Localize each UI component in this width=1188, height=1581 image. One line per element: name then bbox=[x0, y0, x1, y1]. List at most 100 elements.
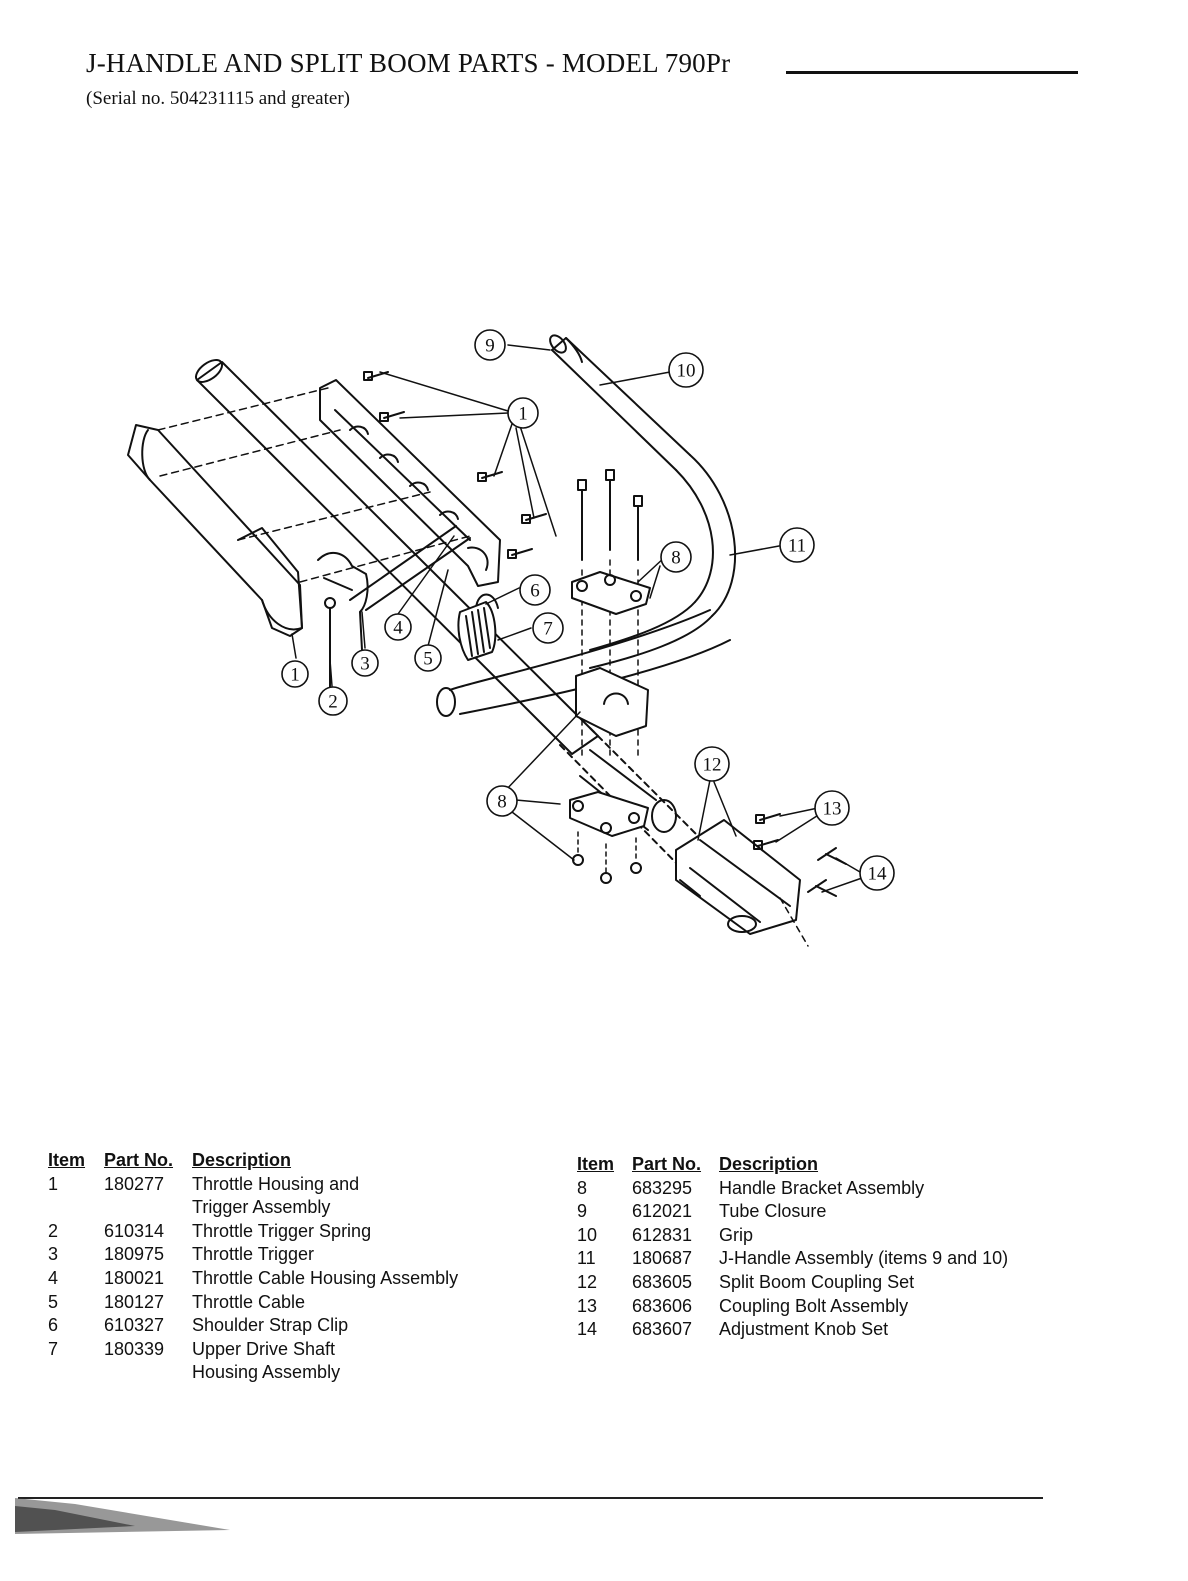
part-number: 180277 bbox=[104, 1173, 165, 1194]
part-description: Coupling Bolt Assembly bbox=[719, 1295, 909, 1316]
item-number: 2 bbox=[48, 1220, 59, 1241]
part-number: 610314 bbox=[104, 1220, 165, 1241]
table-row: 5 180127 Throttle Cable bbox=[48, 1291, 458, 1315]
table-row-continuation: Trigger Assembly bbox=[48, 1196, 458, 1220]
callout-5: 5 bbox=[423, 649, 433, 670]
table-row: 3 180975 Throttle Trigger bbox=[48, 1243, 458, 1267]
table-row: 10 612831 Grip bbox=[577, 1224, 1008, 1248]
throttle-cable bbox=[349, 525, 471, 611]
callout-1-screws: 1 bbox=[518, 404, 528, 425]
footer-rule bbox=[18, 1497, 1043, 1499]
part-number: 683295 bbox=[632, 1177, 693, 1198]
table-row: 11 180687 J-Handle Assembly (items 9 and 1… bbox=[577, 1247, 1008, 1271]
coupling-bolts bbox=[753, 813, 781, 850]
part-number: 612021 bbox=[632, 1201, 693, 1222]
item-number: 3 bbox=[48, 1244, 59, 1265]
header-item: Item bbox=[48, 1150, 86, 1170]
table-row-continuation: Housing Assembly bbox=[48, 1361, 458, 1385]
callout-2: 2 bbox=[328, 692, 338, 713]
callout-8-bottom: 8 bbox=[497, 792, 507, 813]
housing-screws bbox=[363, 371, 547, 559]
part-description: Handle Bracket Assembly bbox=[719, 1177, 925, 1198]
part-number: 180339 bbox=[104, 1338, 165, 1359]
part-description: Throttle Cable bbox=[192, 1291, 306, 1312]
page-title: J-HANDLE AND SPLIT BOOM PARTS - MODEL 79… bbox=[86, 48, 731, 78]
item-number: 1 bbox=[48, 1173, 59, 1194]
item-number: 4 bbox=[48, 1267, 59, 1288]
callout-7: 7 bbox=[543, 619, 553, 640]
part-description: J-Handle Assembly (items 9 and 10) bbox=[719, 1248, 1009, 1269]
item-number: 9 bbox=[577, 1201, 588, 1222]
callout-labels: 9 10 1 11 8 6 7 4 5 1 3 2 8 12 13 14 bbox=[290, 336, 887, 885]
throttle-trigger bbox=[317, 551, 369, 691]
title-underline bbox=[786, 71, 1078, 74]
parts-table-right: Item Part No. Description 8 683295 Handle … bbox=[577, 1153, 1008, 1342]
table-row: 7 180339 Upper Drive Shaft bbox=[48, 1338, 458, 1362]
header-item: Item bbox=[577, 1154, 615, 1174]
part-description: Split Boom Coupling Set bbox=[719, 1271, 915, 1292]
table-row: 12 683605 Split Boom Coupling Set bbox=[577, 1271, 1008, 1295]
item-number: 6 bbox=[48, 1315, 59, 1336]
part-number: 683605 bbox=[632, 1271, 693, 1292]
table-row: 9 612021 Tube Closure bbox=[577, 1200, 1008, 1224]
callout-6: 6 bbox=[530, 581, 540, 602]
table-row: 13 683606 Coupling Bolt Assembly bbox=[577, 1295, 1008, 1319]
part-description: Tube Closure bbox=[719, 1201, 827, 1222]
item-number: 13 bbox=[577, 1295, 598, 1316]
part-number: 180975 bbox=[104, 1244, 165, 1265]
handle-bracket-top bbox=[571, 571, 651, 615]
header-part-no: Part No. bbox=[104, 1150, 174, 1170]
part-number: 180127 bbox=[104, 1291, 165, 1312]
table-row: 8 683295 Handle Bracket Assembly bbox=[577, 1177, 1008, 1201]
part-description: Upper Drive Shaft bbox=[192, 1338, 336, 1359]
table-row: 2 610314 Throttle Trigger Spring bbox=[48, 1220, 458, 1244]
table-row: 6 610327 Shoulder Strap Clip bbox=[48, 1314, 458, 1338]
item-number: 7 bbox=[48, 1338, 59, 1359]
part-number: 683606 bbox=[632, 1295, 693, 1316]
table-row: 1 180277 Throttle Housing and bbox=[48, 1173, 458, 1197]
shoulder-strap-clip bbox=[457, 593, 499, 661]
part-number: 683607 bbox=[632, 1319, 693, 1340]
item-number: 8 bbox=[577, 1177, 588, 1198]
callout-12: 12 bbox=[703, 755, 722, 776]
part-description: Adjustment Knob Set bbox=[719, 1319, 889, 1340]
callout-leader-lines bbox=[291, 344, 863, 893]
part-description: Throttle Trigger bbox=[192, 1244, 315, 1265]
adjustment-knobs bbox=[807, 847, 847, 897]
item-number: 11 bbox=[577, 1248, 596, 1269]
table-header-row: Item Part No. Description bbox=[577, 1153, 1008, 1177]
part-number: 610327 bbox=[104, 1315, 165, 1336]
part-description-continued: Trigger Assembly bbox=[192, 1197, 331, 1218]
assembly-guide-lines bbox=[157, 387, 471, 583]
j-handle bbox=[549, 334, 737, 669]
header-part-no: Part No. bbox=[632, 1154, 702, 1174]
part-number: 180021 bbox=[104, 1267, 165, 1288]
part-description: Grip bbox=[719, 1224, 754, 1245]
callout-8-top: 8 bbox=[671, 548, 681, 569]
item-number: 10 bbox=[577, 1224, 598, 1245]
callout-10: 10 bbox=[677, 361, 696, 382]
part-description: Throttle Trigger Spring bbox=[192, 1220, 372, 1241]
callout-3: 3 bbox=[360, 654, 370, 675]
serial-number-note: (Serial no. 504231115 and greater) bbox=[86, 88, 350, 109]
callout-13: 13 bbox=[823, 799, 842, 820]
item-number: 12 bbox=[577, 1271, 598, 1292]
callout-9: 9 bbox=[485, 336, 495, 357]
throttle-housing-assembly bbox=[127, 379, 501, 637]
part-number: 180687 bbox=[632, 1248, 693, 1269]
callout-4: 4 bbox=[393, 618, 403, 639]
part-number: 612831 bbox=[632, 1224, 693, 1245]
part-description: Throttle Housing and bbox=[192, 1173, 360, 1194]
header-description: Description bbox=[719, 1154, 819, 1174]
handle-bracket-bottom bbox=[569, 791, 649, 884]
item-number: 5 bbox=[48, 1291, 59, 1312]
split-boom-coupling bbox=[675, 819, 809, 947]
part-description: Shoulder Strap Clip bbox=[192, 1315, 349, 1336]
scan-edge-shadow bbox=[15, 1498, 230, 1534]
callout-14: 14 bbox=[868, 864, 888, 885]
header-description: Description bbox=[192, 1150, 292, 1170]
